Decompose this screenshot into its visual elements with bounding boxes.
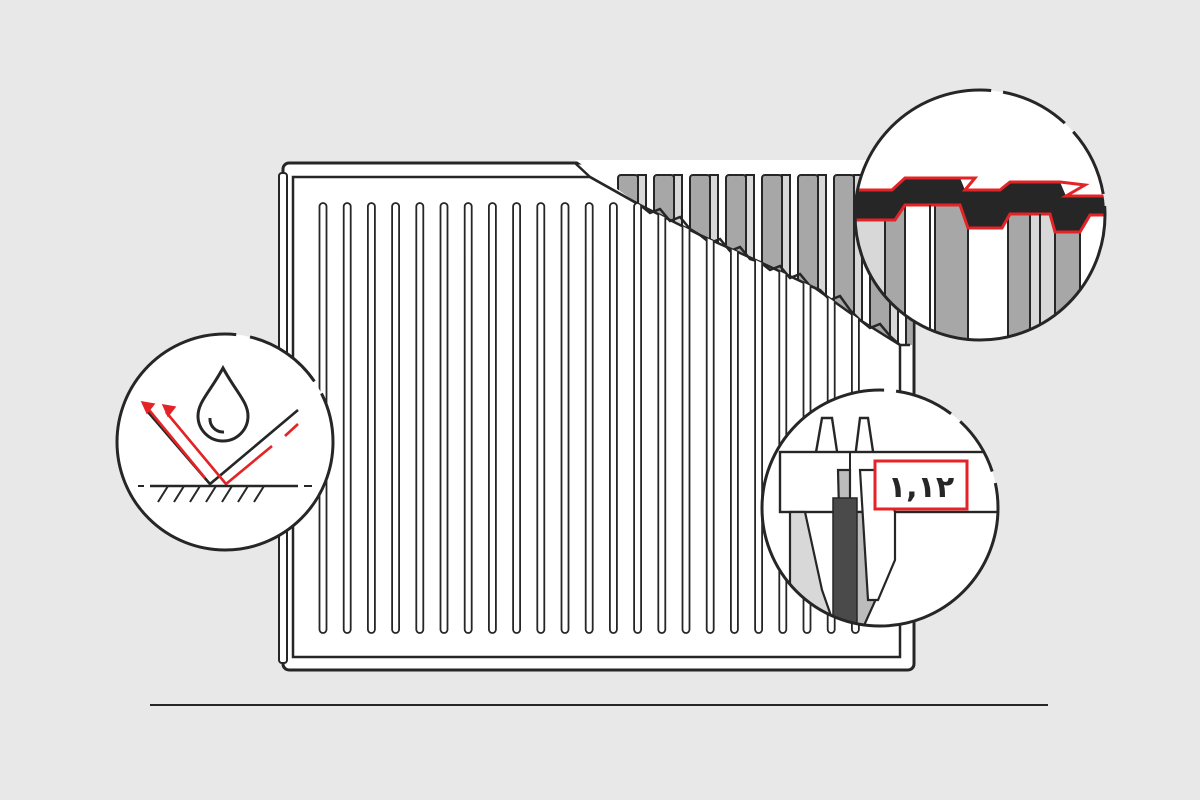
panel-groove bbox=[633, 202, 642, 634]
coating-callout bbox=[115, 332, 335, 552]
panel-groove bbox=[730, 202, 739, 634]
panel-groove bbox=[439, 202, 449, 634]
panel-groove bbox=[705, 202, 715, 634]
fin-top-edge bbox=[855, 176, 1105, 198]
panel-groove bbox=[391, 202, 401, 634]
panel-groove bbox=[609, 202, 618, 634]
measured-sheet bbox=[832, 497, 858, 626]
panel-groove bbox=[487, 202, 497, 634]
panel-groove bbox=[584, 202, 594, 634]
fin-face bbox=[1007, 199, 1031, 340]
cutaway-edge bbox=[574, 162, 910, 347]
panel-groove bbox=[754, 202, 763, 634]
fin-top-shadow bbox=[855, 178, 1105, 232]
fin-bottom-edge bbox=[855, 203, 1105, 234]
panel-groove bbox=[366, 202, 376, 634]
panel-groove bbox=[415, 202, 425, 634]
radiator bbox=[278, 160, 916, 672]
thickness-reading: ۱,۱۲ bbox=[888, 470, 954, 505]
reflection-arrows-icon bbox=[140, 401, 299, 486]
panel-groove bbox=[657, 202, 667, 634]
hatched-surface-icon bbox=[138, 484, 312, 503]
panel-groove bbox=[342, 202, 352, 634]
fin-face bbox=[934, 199, 969, 340]
panel-groove bbox=[536, 202, 546, 634]
inner-fin-side bbox=[817, 174, 827, 345]
thickness-reading-box bbox=[873, 459, 969, 511]
thickness-callout: ۱,۱۲ bbox=[760, 388, 1000, 628]
panel-groove bbox=[681, 202, 691, 634]
water-drop-icon bbox=[196, 364, 250, 443]
panel-groove bbox=[463, 202, 473, 634]
panel-groove bbox=[560, 202, 570, 634]
inner-fin-side bbox=[853, 174, 863, 345]
panel-groove bbox=[512, 202, 521, 634]
